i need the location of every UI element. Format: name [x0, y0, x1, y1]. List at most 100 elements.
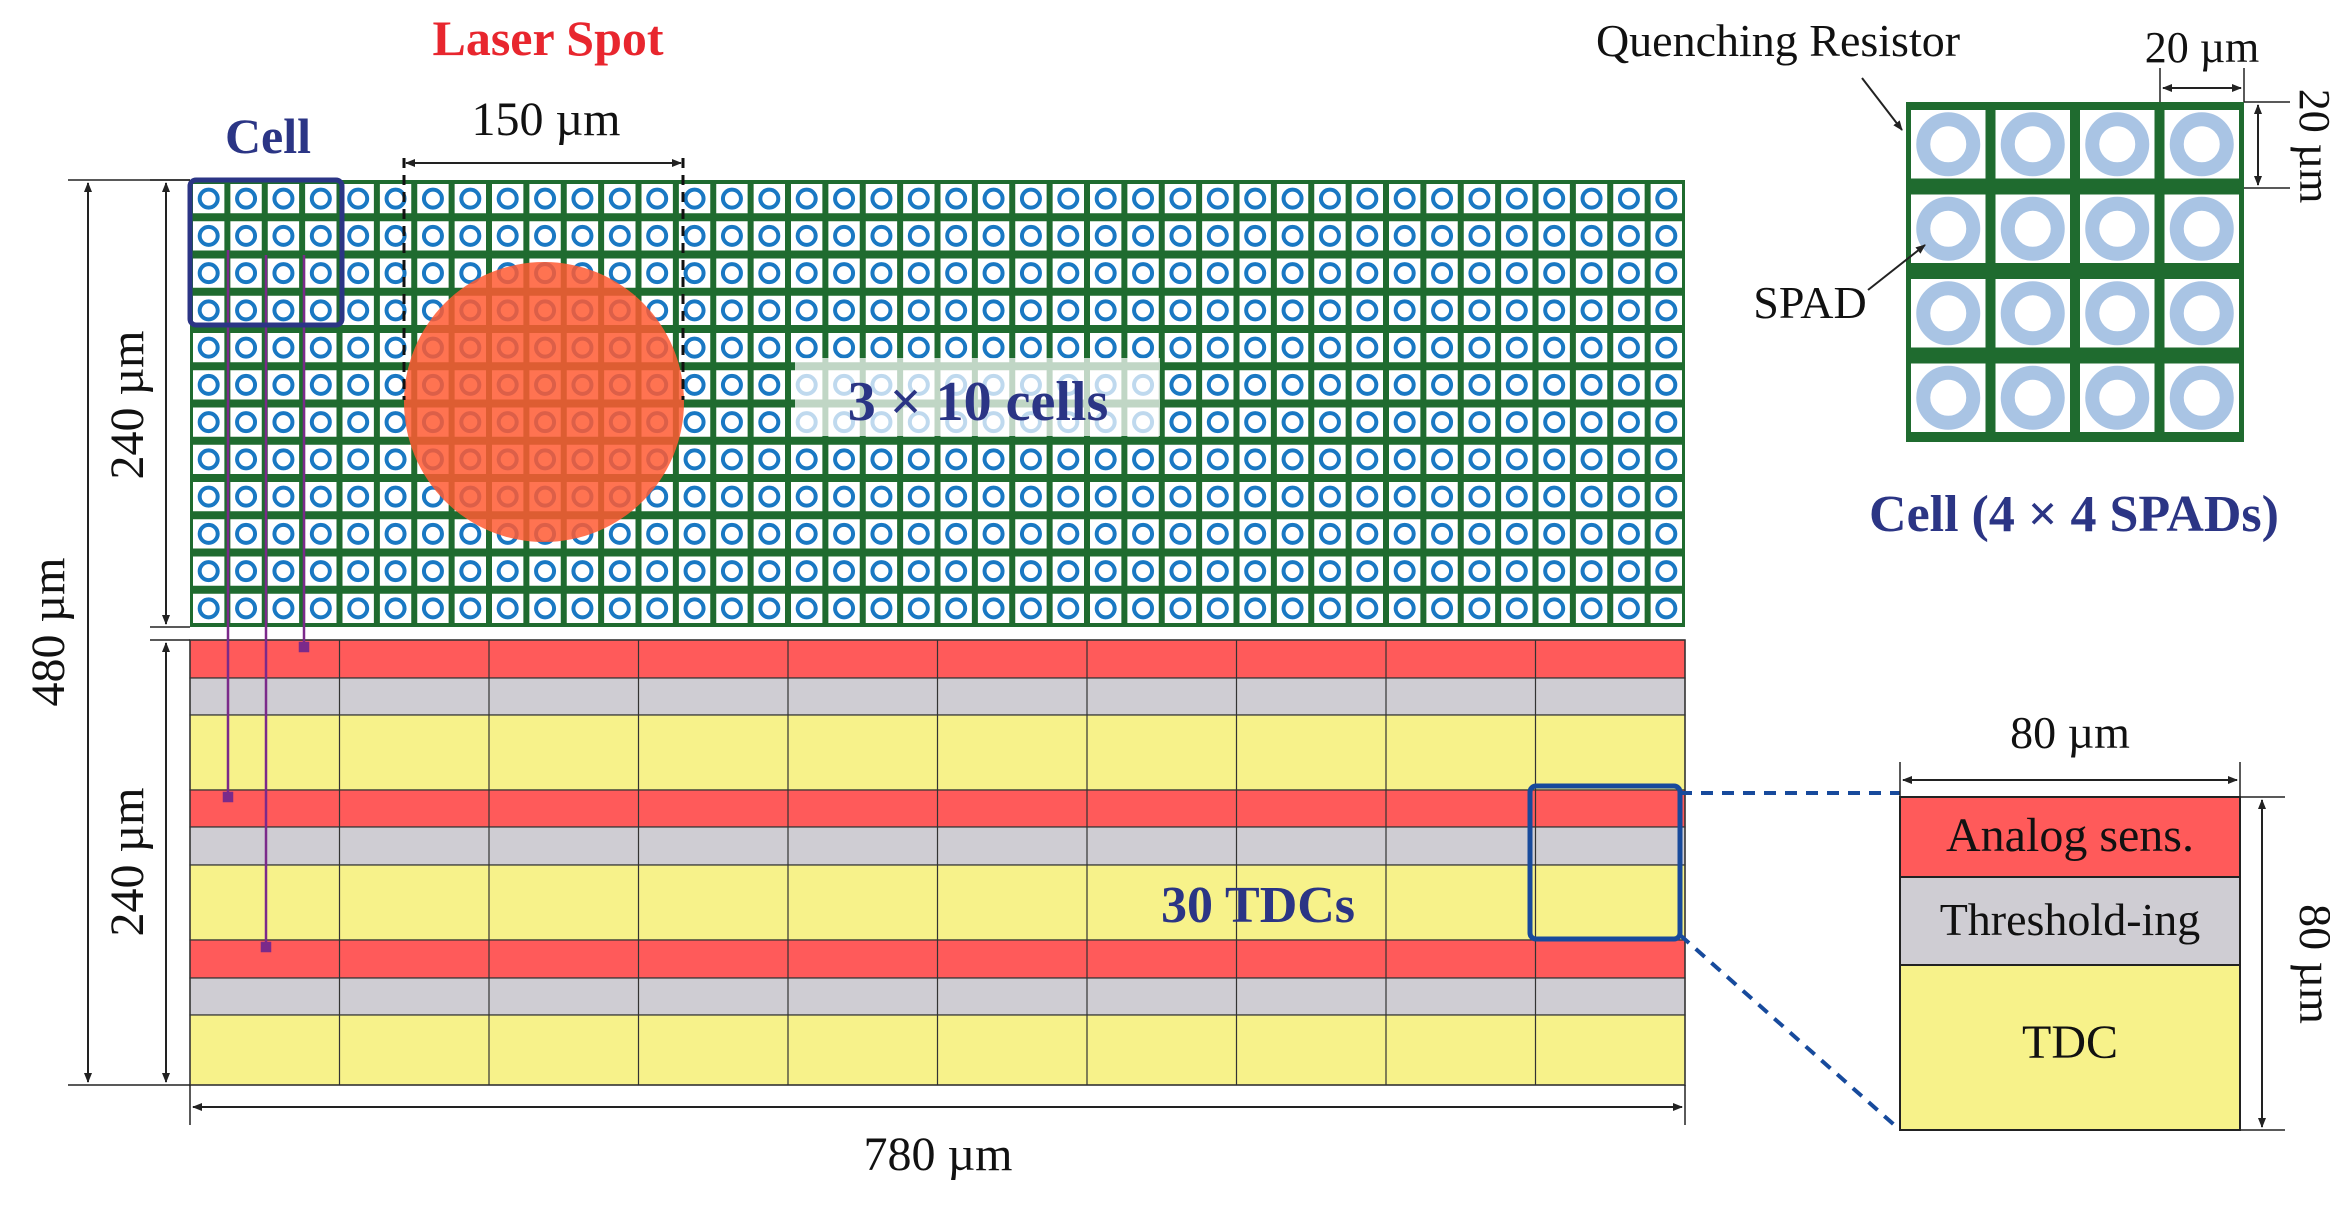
- spad: [1169, 560, 1192, 583]
- spad: [982, 560, 1005, 583]
- spad: [1132, 262, 1155, 285]
- spad: [907, 336, 930, 359]
- spad: [833, 336, 856, 359]
- spad: [646, 560, 669, 583]
- spad: [384, 485, 407, 508]
- spad: [1019, 224, 1042, 247]
- cell-label: Cell: [225, 108, 311, 164]
- spad: [1281, 485, 1304, 508]
- spad: [907, 560, 930, 583]
- spad: [870, 299, 893, 322]
- spad: [1505, 336, 1528, 359]
- spad: [1094, 597, 1117, 620]
- spad: [1132, 187, 1155, 210]
- spad: [758, 224, 781, 247]
- spad: [272, 448, 295, 471]
- spad: [1580, 448, 1603, 471]
- spad: [683, 485, 706, 508]
- spad: [907, 187, 930, 210]
- spad: [1206, 411, 1229, 434]
- spad: [1057, 336, 1080, 359]
- spad: [1505, 597, 1528, 620]
- spad: [197, 522, 220, 545]
- spad: [833, 448, 856, 471]
- spad: [384, 597, 407, 620]
- spad: [683, 597, 706, 620]
- spad: [1244, 262, 1267, 285]
- spad: [1505, 262, 1528, 285]
- spad: [1244, 224, 1267, 247]
- spad: [646, 187, 669, 210]
- spad: [1468, 373, 1491, 396]
- spad: [870, 187, 893, 210]
- spad: [982, 262, 1005, 285]
- spad: [1132, 336, 1155, 359]
- spad: [235, 485, 258, 508]
- spad: [1580, 373, 1603, 396]
- spad-label: SPAD: [1753, 277, 1866, 328]
- spad: [235, 336, 258, 359]
- spad: [1431, 560, 1454, 583]
- spad: [1393, 262, 1416, 285]
- spad: [347, 411, 370, 434]
- spad: [1543, 597, 1566, 620]
- spad: [1543, 448, 1566, 471]
- spad: [1655, 224, 1678, 247]
- spad: [1543, 299, 1566, 322]
- spad: [608, 224, 631, 247]
- spad: [1019, 187, 1042, 210]
- spad: [945, 448, 968, 471]
- spad: [272, 187, 295, 210]
- spad: [421, 560, 444, 583]
- spad: [1169, 448, 1192, 471]
- spad: [1543, 560, 1566, 583]
- spad: [272, 299, 295, 322]
- spad: [1318, 522, 1341, 545]
- spad: [272, 411, 295, 434]
- spad: [870, 522, 893, 545]
- spad: [1281, 560, 1304, 583]
- spad: [272, 485, 295, 508]
- cell-detail-spad: [1916, 112, 1981, 177]
- spad: [1057, 560, 1080, 583]
- spad: [1019, 560, 1042, 583]
- spad: [459, 597, 482, 620]
- spad: [683, 336, 706, 359]
- spad: [1393, 597, 1416, 620]
- spad: [1393, 522, 1416, 545]
- spad: [720, 560, 743, 583]
- total-height-label: 480 µm: [22, 558, 75, 707]
- spad: [197, 597, 220, 620]
- spad: [534, 224, 557, 247]
- spad: [1057, 597, 1080, 620]
- spad: [870, 560, 893, 583]
- spad: [758, 597, 781, 620]
- spad: [1393, 411, 1416, 434]
- spad: [1169, 336, 1192, 359]
- spad: [683, 373, 706, 396]
- cell-detail-spad: [2169, 281, 2234, 346]
- tdcs-count-label: 30 TDCs: [1161, 877, 1355, 934]
- spad: [1318, 597, 1341, 620]
- spad: [197, 485, 220, 508]
- spad: [1094, 522, 1117, 545]
- spad: [1318, 336, 1341, 359]
- spad: [1468, 522, 1491, 545]
- spad: [1393, 299, 1416, 322]
- spad: [1468, 262, 1491, 285]
- zoom-line-bottom: [1678, 933, 1902, 1132]
- spad: [870, 485, 893, 508]
- spad: [1617, 485, 1640, 508]
- spad: [982, 597, 1005, 620]
- cell-detail-spad: [2169, 196, 2234, 261]
- spad: [945, 262, 968, 285]
- spad: [347, 448, 370, 471]
- spad: [833, 597, 856, 620]
- spad: [945, 522, 968, 545]
- spad: [347, 336, 370, 359]
- spad: [1580, 336, 1603, 359]
- spad: [720, 411, 743, 434]
- spad: [1393, 448, 1416, 471]
- spad: [1505, 187, 1528, 210]
- spad: [1057, 299, 1080, 322]
